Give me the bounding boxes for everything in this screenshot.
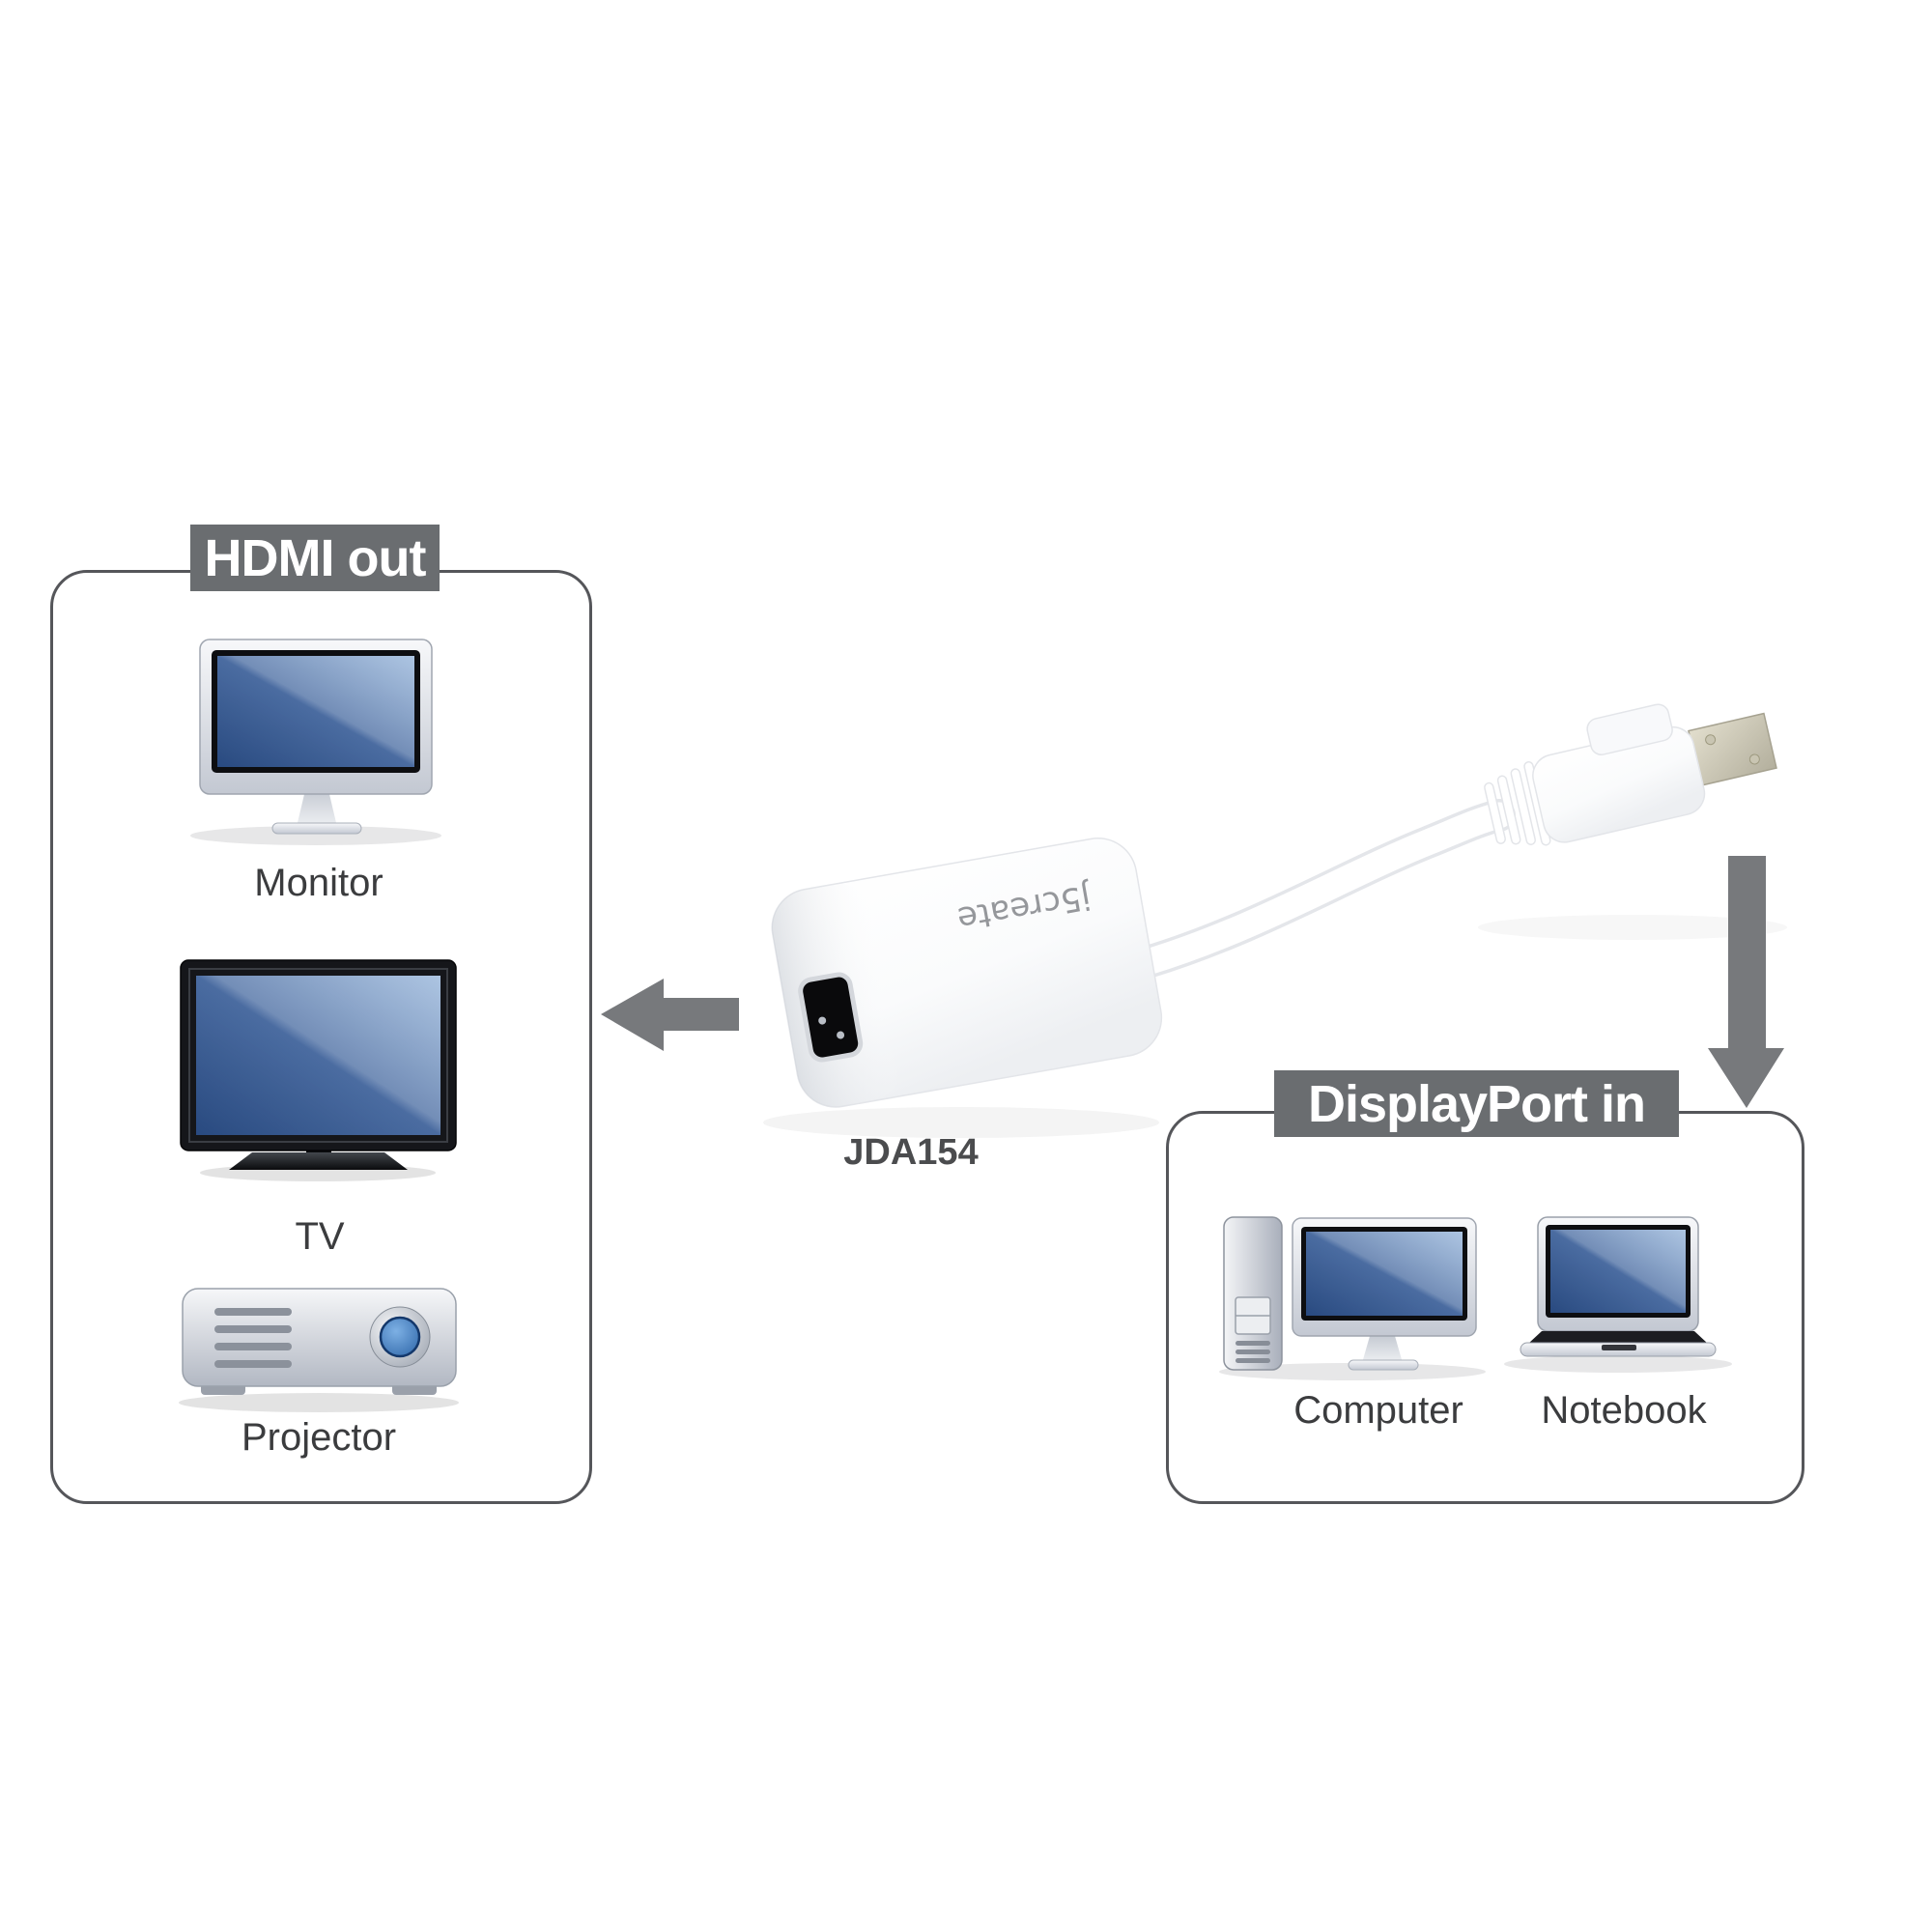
monitor-label: Monitor <box>254 862 384 904</box>
displayport-connector-icon <box>1478 703 1787 940</box>
displayport-in-box <box>1166 1111 1804 1504</box>
tv-label: TV <box>295 1215 345 1258</box>
down-arrow-icon <box>1708 856 1784 1108</box>
left-arrow-icon <box>601 979 739 1051</box>
hdmi-out-box <box>50 570 592 1504</box>
notebook-label: Notebook <box>1541 1389 1707 1432</box>
brand-logo: j5create <box>954 877 1094 939</box>
hdmi-out-title: HDMI out <box>190 525 440 591</box>
projector-label: Projector <box>241 1416 397 1459</box>
adapter-cable <box>1131 799 1516 979</box>
hdmi-port-icon <box>798 972 864 1063</box>
computer-label: Computer <box>1293 1389 1463 1432</box>
displayport-in-title: DisplayPort in <box>1274 1070 1679 1137</box>
model-label: JDA154 <box>843 1132 979 1173</box>
adapter-image: j5create <box>763 837 1163 1138</box>
